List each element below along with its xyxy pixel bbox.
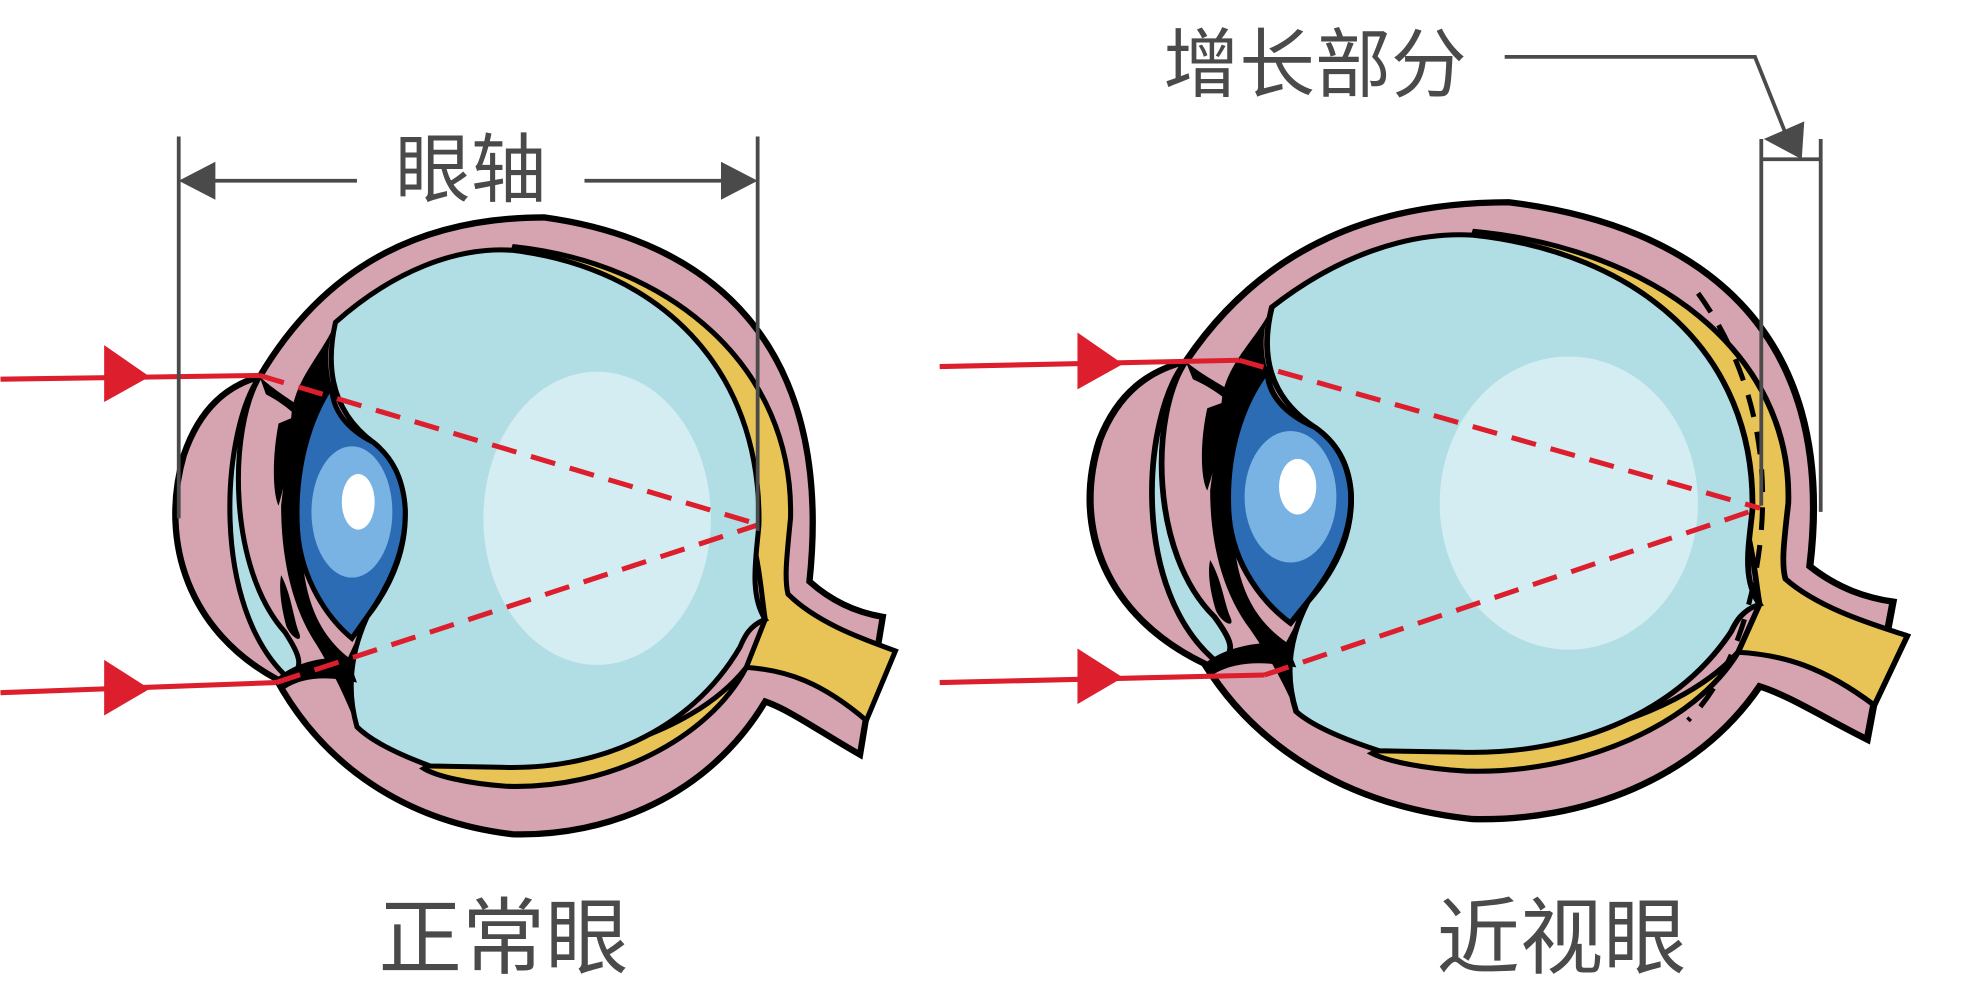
elongation-dimension <box>1504 54 1823 512</box>
axial-length-dimension <box>176 136 760 531</box>
elongated-part-label: 增长部分 <box>1163 21 1466 109</box>
axial-length-label: 眼轴 <box>395 126 547 214</box>
normal-eye-illustration <box>175 217 895 834</box>
myopic-eye-illustration <box>1090 202 1907 819</box>
normal-eye-rays <box>0 345 760 716</box>
myopic-eye-rays <box>939 332 1761 705</box>
myopic-eye-label: 近视眼 <box>1436 890 1686 987</box>
normal-retina-position-dashed <box>1686 291 1766 723</box>
normal-eye-label: 正常眼 <box>378 890 628 987</box>
